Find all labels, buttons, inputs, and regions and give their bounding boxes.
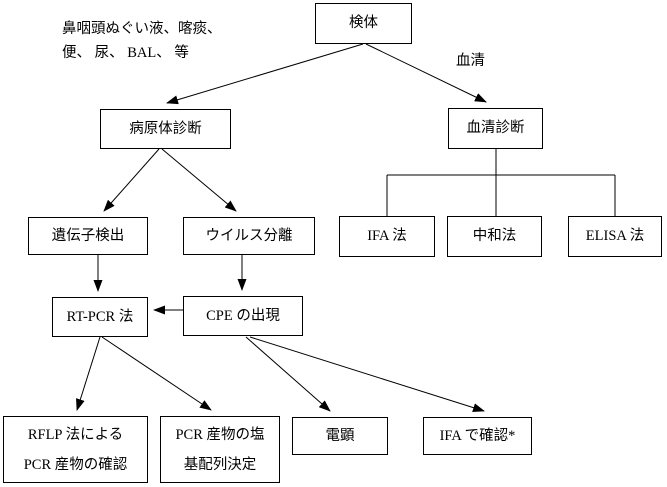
edge-specimen-to-pathogen-diagnosis — [166, 43, 364, 105]
specimen-types-line1: 鼻咽頭ぬぐい液、喀痰、 — [62, 21, 222, 37]
node-gene-detection: 遺伝子検出 — [28, 217, 148, 255]
node-specimen: 検体 — [315, 3, 412, 44]
edge-cpe-to-electron-microscopy — [245, 336, 331, 412]
node-cpe-appearance: CPE の出現 — [183, 296, 303, 336]
node-serum-diagnosis: 血清診断 — [448, 108, 543, 149]
edge-pathogen-to-virus-isolation — [161, 148, 237, 212]
node-virus-isolation: ウイルス分離 — [183, 217, 315, 255]
rflp-confirmation-line2: PCR 産物の確認 — [23, 456, 128, 473]
node-pathogen-diagnosis: 病原体診断 — [100, 109, 231, 149]
edge-rtpcr-to-pcr-sequencing — [101, 336, 212, 411]
edge-specimen-to-serum-diagnosis — [365, 43, 487, 103]
node-rflp-confirmation: RFLP 法による PCR 産物の確認 — [3, 416, 148, 483]
node-electron-microscopy: 電顕 — [292, 417, 388, 455]
specimen-types-line2: 便、 尿、 BAL、 等 — [62, 45, 189, 61]
pcr-sequencing-line1: PCR 産物の塩 — [175, 426, 265, 443]
edge-cpe-to-ifa-confirmation — [249, 336, 485, 412]
edge-rtpcr-to-rflp — [76, 336, 101, 411]
node-pcr-sequencing: PCR 産物の塩 基配列決定 — [160, 416, 280, 483]
serum-edge-label: 血清 — [456, 53, 485, 69]
node-ifa-confirmation: IFA で確認* — [423, 417, 532, 455]
node-neutralization-method: 中和法 — [447, 216, 542, 257]
pcr-sequencing-line2: 基配列決定 — [183, 456, 257, 473]
rflp-confirmation-line1: RFLP 法による — [27, 426, 124, 443]
edge-pathogen-to-gene-detection — [103, 148, 160, 212]
node-rt-pcr-method: RT-PCR 法 — [52, 297, 148, 337]
node-elisa-method: ELISA 法 — [568, 216, 662, 257]
specimen-types-label: 鼻咽頭ぬぐい液、喀痰、 便、 尿、 BAL、 等 — [62, 17, 222, 65]
node-ifa-method: IFA 法 — [339, 216, 435, 257]
